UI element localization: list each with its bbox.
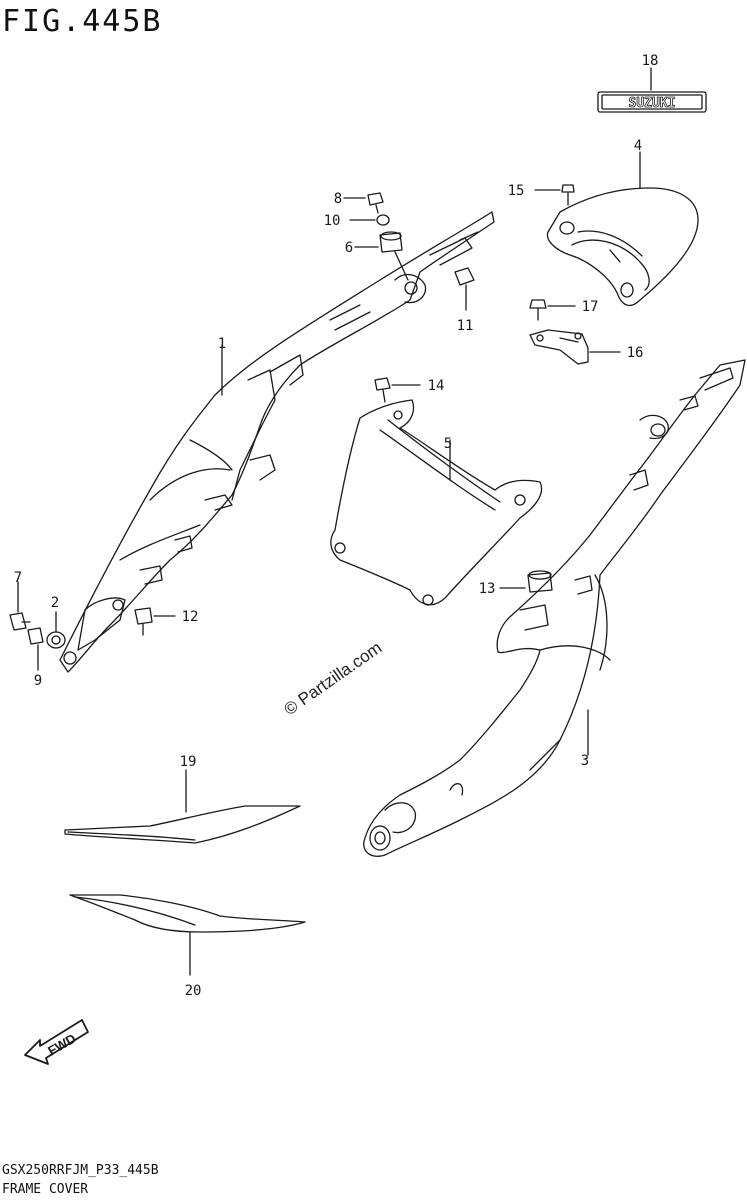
part-12-clip[interactable] — [134, 607, 176, 636]
callout-8: 8 — [334, 191, 342, 207]
figure-code: GSX250RRFJM_P33_445B — [2, 1163, 159, 1178]
figure-title: FIG.445B — [2, 4, 163, 39]
callout-1: 1 — [218, 336, 226, 352]
callout-10: 10 — [324, 213, 341, 229]
part-20-decal[interactable] — [69, 894, 306, 976]
callout-5: 5 — [444, 436, 452, 452]
part-7-bolt[interactable] — [9, 581, 31, 631]
part-17-bolt[interactable] — [529, 299, 576, 321]
part-19-decal[interactable] — [64, 769, 301, 844]
emblem-text: SUZUKI — [629, 96, 676, 111]
callout-labels: 1 2 3 4 5 6 7 8 9 10 11 12 13 14 15 16 1… — [14, 53, 659, 999]
part-13-grommet[interactable] — [499, 570, 553, 593]
part-8-screw[interactable] — [343, 192, 384, 214]
figure-name: FRAME COVER — [2, 1182, 89, 1197]
part-4-seat-cowl[interactable] — [546, 151, 699, 307]
callout-18: 18 — [642, 53, 659, 69]
callout-14: 14 — [428, 378, 445, 394]
part-10-washer[interactable] — [349, 214, 390, 226]
callout-6: 6 — [345, 240, 353, 256]
callout-12: 12 — [182, 609, 199, 625]
part-1-left-frame-cover[interactable] — [59, 211, 495, 673]
part-6-grommet[interactable] — [354, 231, 409, 281]
callout-16: 16 — [627, 345, 644, 361]
part-15-screw[interactable] — [534, 184, 575, 206]
callout-4: 4 — [634, 138, 642, 154]
callout-20: 20 — [185, 983, 202, 999]
fwd-arrow-icon: FWD — [24, 1019, 89, 1065]
part-16-bracket[interactable] — [529, 329, 621, 365]
callout-19: 19 — [180, 754, 197, 770]
callout-9: 9 — [34, 673, 42, 689]
part-9-spacer[interactable] — [27, 627, 44, 671]
callout-7: 7 — [14, 570, 22, 586]
part-2-grommet[interactable] — [46, 611, 66, 649]
callout-15: 15 — [508, 183, 525, 199]
callout-11: 11 — [457, 318, 474, 334]
part-18-emblem[interactable]: SUZUKI — [597, 67, 707, 113]
callout-13: 13 — [479, 581, 496, 597]
callout-2: 2 — [51, 595, 59, 611]
part-14-screw[interactable] — [374, 377, 421, 403]
callout-17: 17 — [582, 299, 599, 315]
callout-3: 3 — [581, 753, 589, 769]
part-5-under-cover[interactable] — [330, 399, 543, 606]
part-11-clip[interactable] — [454, 267, 475, 311]
part-3-right-frame-cover[interactable] — [363, 359, 746, 857]
